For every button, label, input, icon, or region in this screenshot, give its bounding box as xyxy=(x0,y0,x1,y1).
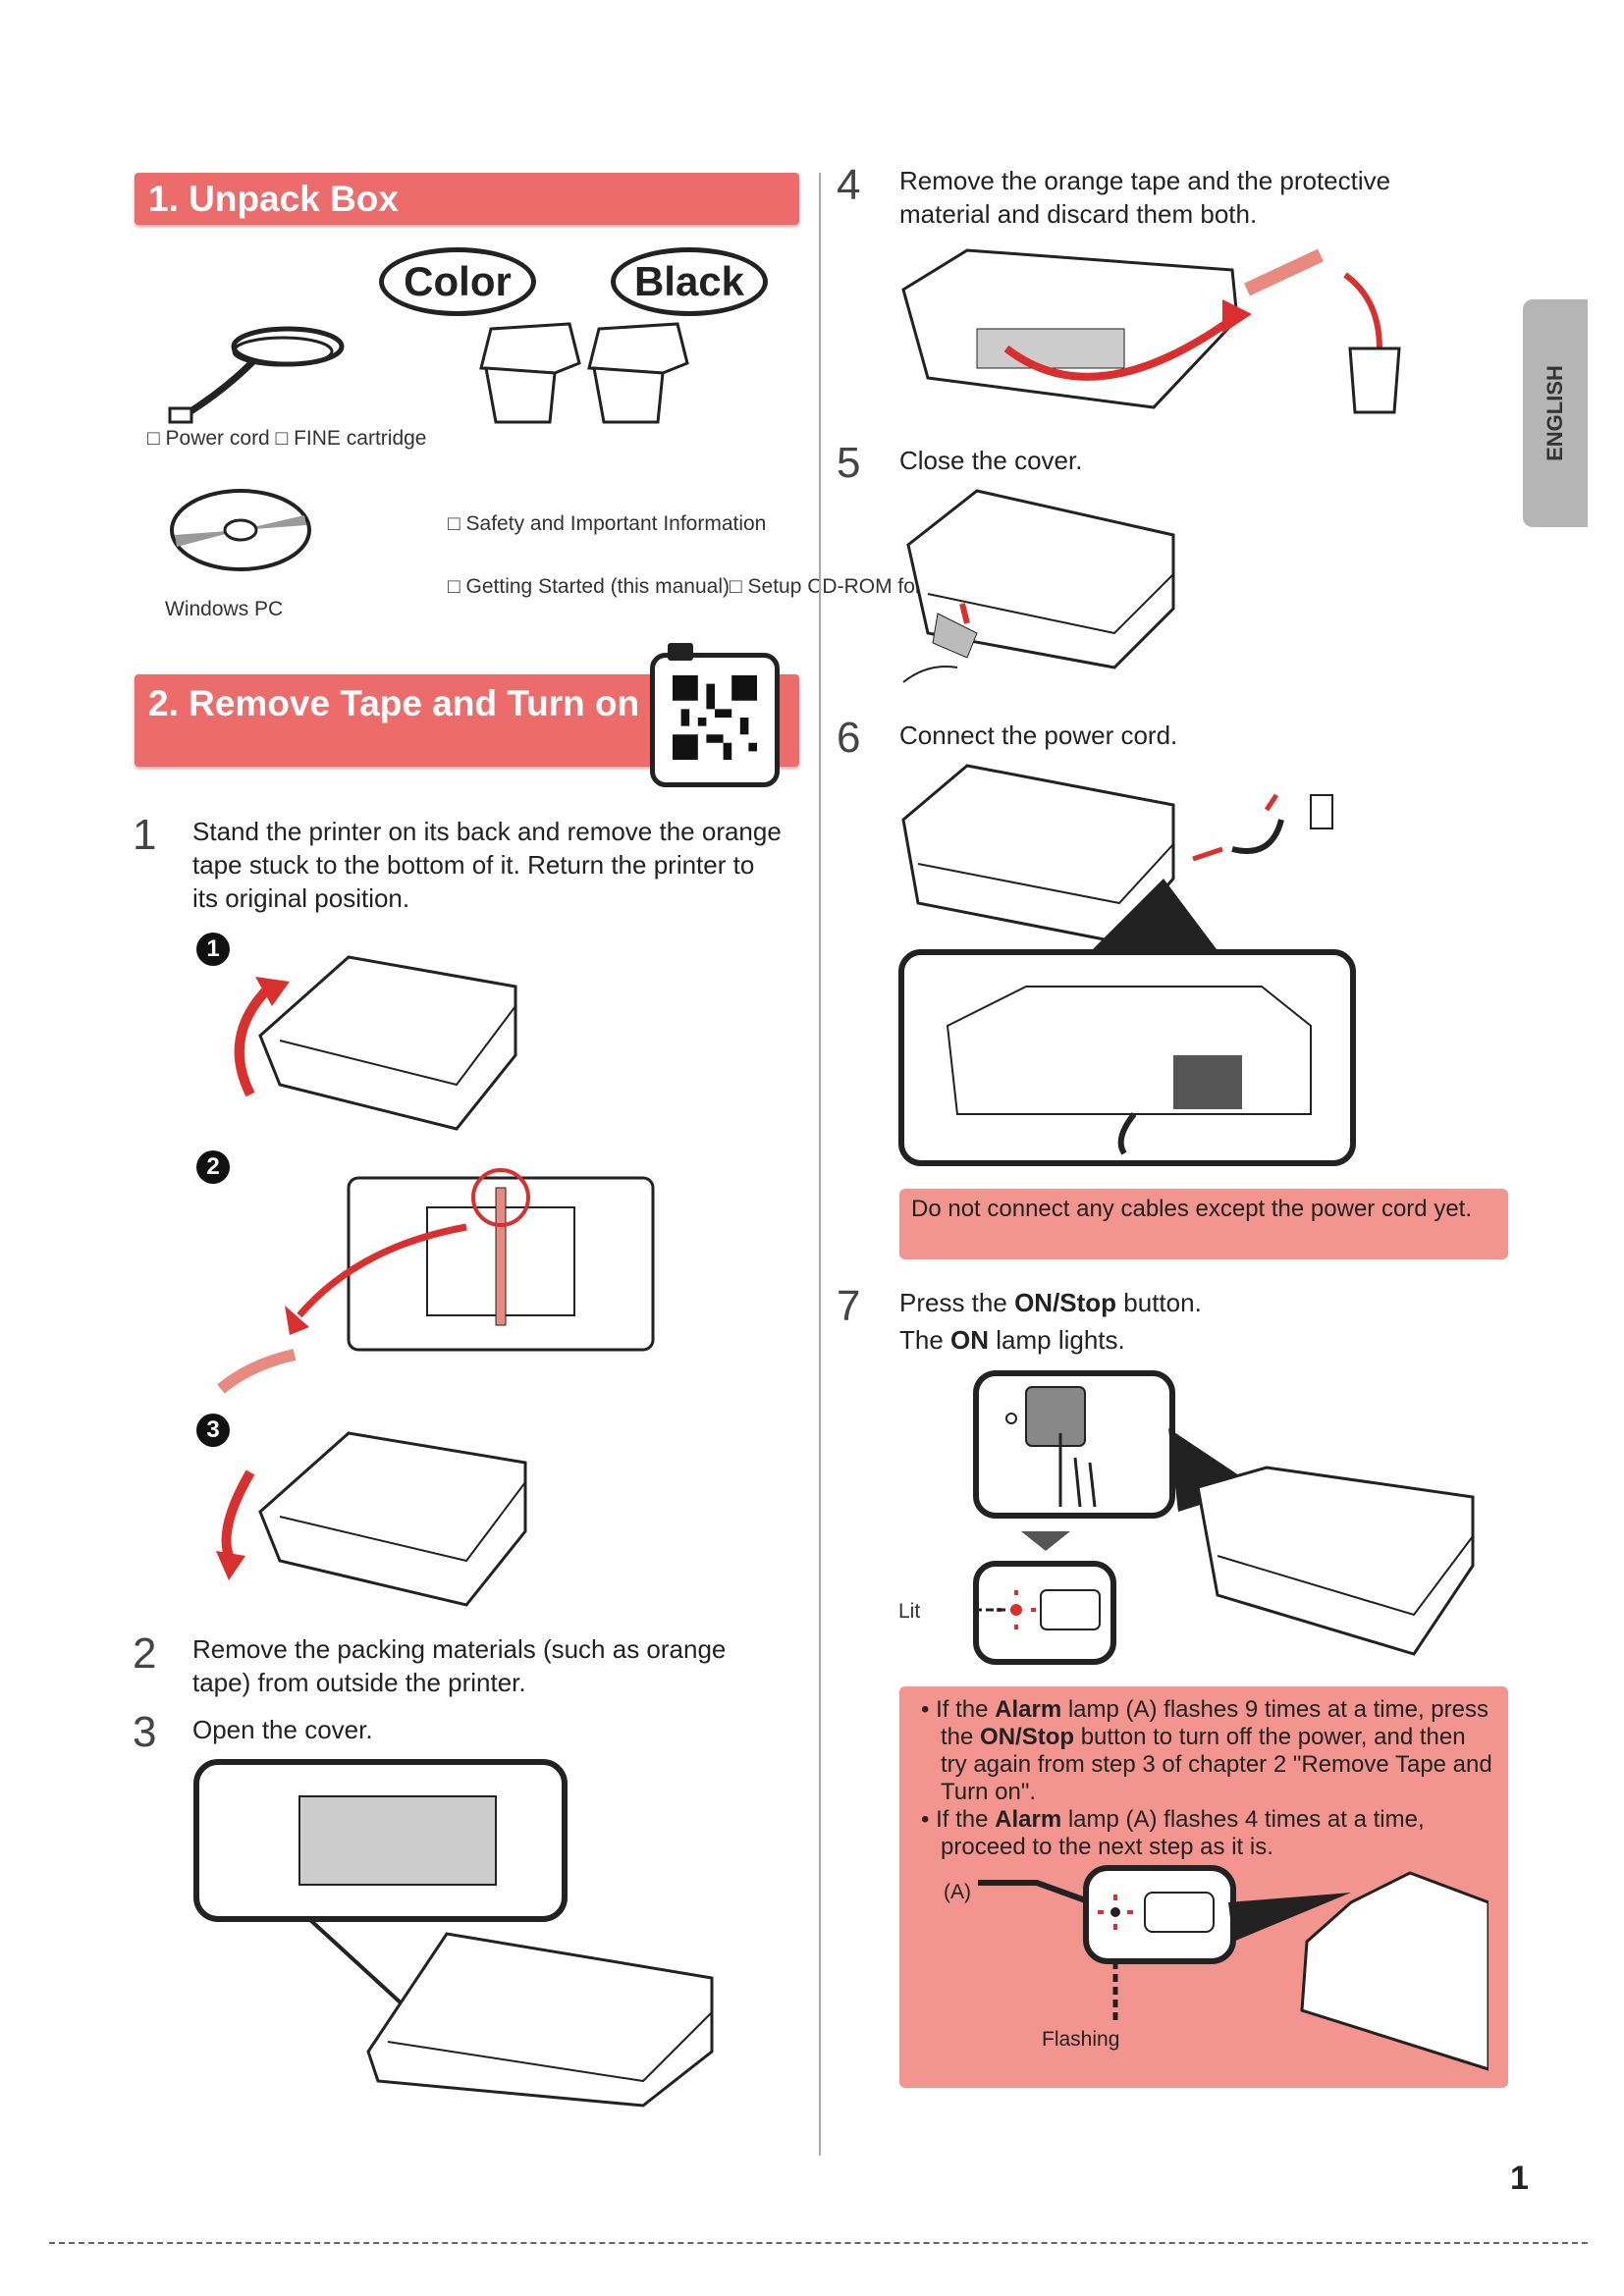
alarm-bullet-4-times: • If the Alarm lamp (A) flashes 4 times … xyxy=(921,1806,1425,1860)
step-text: Open the cover. xyxy=(192,1715,373,1744)
step-number: 5 xyxy=(837,439,861,487)
step-number: 3 xyxy=(133,1708,157,1756)
substep-badge: 3 xyxy=(196,1414,230,1447)
item-getting-started: □ Getting Started (this manual)□ Setup C… xyxy=(448,575,922,598)
printer-bottom-tape-illustration xyxy=(217,1168,655,1394)
lit-label: Lit xyxy=(898,1600,921,1623)
step-text: Close the cover. xyxy=(899,446,1083,475)
video-camera-icon xyxy=(668,643,693,661)
item-label: FINE cartridge xyxy=(294,427,427,450)
fine-cartridge-illustration xyxy=(479,322,689,424)
column-divider xyxy=(819,173,821,2156)
step-text: Connect the power cord. xyxy=(899,721,1178,750)
cd-rom-icon xyxy=(170,489,311,571)
bubble-black: Black xyxy=(611,247,768,316)
step-number: 2 xyxy=(133,1629,157,1678)
item-power-cord: □ Power cord □ FINE cartridge xyxy=(147,427,427,450)
item-windows-pc: Windows PC xyxy=(165,598,284,620)
section-header-unpack-box: 1. Unpack Box xyxy=(135,173,799,225)
step-7-line-1: Press the ON/Stop button. xyxy=(899,1288,1202,1317)
step-text: Press the ON/Stop button. The ON lamp li… xyxy=(899,1286,1449,1357)
item-label: Getting Started (this manual) xyxy=(465,575,730,598)
page-number: 1 xyxy=(1510,2160,1529,2197)
remove-orange-tape-illustration xyxy=(901,248,1401,414)
warning-note: Do not connect any cables except the pow… xyxy=(899,1189,1508,1259)
item-safety-info: □ Safety and Important Information xyxy=(448,512,767,535)
alarm-lamp-illustration xyxy=(978,1865,1489,2071)
connect-power-cord-illustration xyxy=(898,764,1356,1166)
printer-stand-back-illustration xyxy=(234,955,517,1131)
close-cover-illustration xyxy=(902,489,1175,683)
item-label: Setup CD-ROM for xyxy=(747,575,922,598)
item-label: Power cord xyxy=(165,427,270,450)
step-text: Remove the packing materials (such as or… xyxy=(192,1634,727,1697)
item-label: Safety and Important Information xyxy=(465,512,767,535)
step-number: 1 xyxy=(133,811,157,859)
step-text: Remove the orange tape and the protectiv… xyxy=(899,166,1391,229)
step-text: Stand the printer on its back and remove… xyxy=(192,817,782,913)
open-cover-illustration xyxy=(193,1759,714,2108)
on-stop-button-illustration xyxy=(972,1370,1475,1665)
step-number: 6 xyxy=(837,714,861,762)
substep-badge: 1 xyxy=(196,933,230,966)
label-flashing: Flashing xyxy=(1042,2028,1120,2051)
alarm-bullet-9-times: • If the Alarm lamp (A) flashes 9 times … xyxy=(921,1696,1492,1805)
language-tab-label: ENGLISH xyxy=(1543,365,1567,461)
substep-badge: 2 xyxy=(196,1150,230,1184)
power-cord-illustration xyxy=(168,326,345,424)
label-a: (A) xyxy=(944,1881,971,1903)
printer-return-position-illustration xyxy=(216,1431,527,1607)
qr-code-video-link[interactable] xyxy=(650,653,780,787)
footer-dashed-line xyxy=(49,2242,1588,2244)
qr-code-icon xyxy=(673,675,757,760)
bubble-color: Color xyxy=(379,247,536,316)
step-number: 4 xyxy=(837,161,861,209)
step-number: 7 xyxy=(837,1282,861,1330)
language-tab-english[interactable]: ENGLISH xyxy=(1523,299,1588,527)
step-7-line-2: The ON lamp lights. xyxy=(899,1325,1125,1355)
alarm-note: • If the Alarm lamp (A) flashes 9 times … xyxy=(899,1686,1508,2088)
